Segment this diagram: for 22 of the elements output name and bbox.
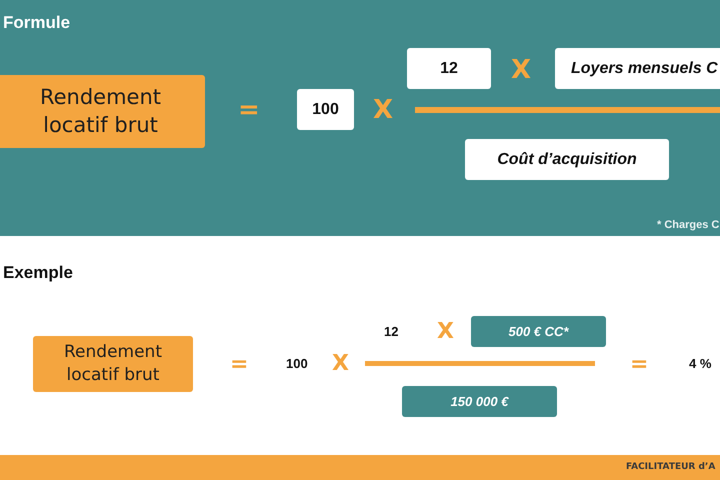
equals-sign: =: [230, 354, 248, 376]
formula-term-box: 12: [407, 48, 491, 89]
example-value-box: 150 000 €: [402, 386, 557, 417]
equals-sign: =: [630, 354, 648, 376]
multiply-sign: X: [511, 57, 532, 83]
section-heading: Formule: [3, 14, 70, 31]
example-value-box: 500 € CC*: [471, 316, 606, 347]
value-text: 12: [384, 325, 398, 338]
section-heading: Exemple: [3, 264, 73, 281]
result-text: 4 %: [689, 357, 712, 370]
formula-term-box: 100: [297, 89, 354, 130]
result-box: Rendement locatif brut: [0, 75, 205, 148]
value-text: 100: [286, 357, 308, 370]
multiply-sign: X: [332, 353, 349, 375]
formula-term-box: Coût d’acquisition: [465, 139, 669, 180]
equals-sign: =: [238, 97, 260, 123]
result-box: Rendement locatif brut: [33, 336, 193, 392]
tagline-text: FACILITATEUR d’A: [626, 463, 716, 472]
multiply-sign: X: [373, 97, 394, 123]
multiply-sign: X: [437, 321, 454, 343]
footnote: * Charges C: [657, 220, 720, 231]
formula-term-box: Loyers mensuels C: [555, 48, 720, 89]
